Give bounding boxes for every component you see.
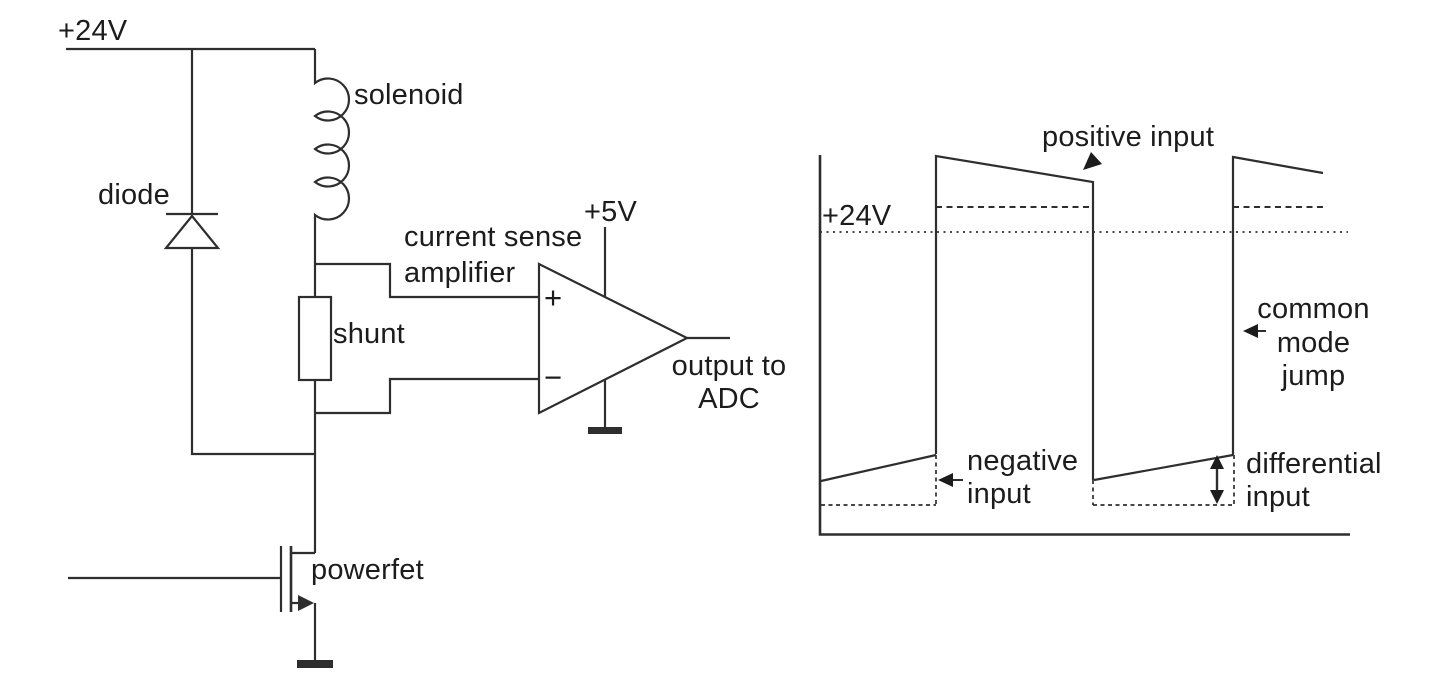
solenoid-label: solenoid <box>354 79 464 111</box>
positive-input-label: positive input <box>1042 121 1215 153</box>
negative-input-arrow <box>938 473 963 487</box>
diode-label: diode <box>98 179 170 211</box>
negative-trace-vertical-dashed <box>935 455 1235 505</box>
diode-triangle <box>163 214 221 250</box>
schematic-drawing <box>66 47 730 668</box>
shunt-label: shunt <box>333 318 405 350</box>
shunt-symbol <box>297 295 333 382</box>
negative-input-label: negative input <box>967 445 1079 510</box>
waveform-drawing <box>818 152 1350 536</box>
output-to-adc-label: output to ADC <box>671 350 787 415</box>
current-sense-amplifier-label: current sense amplifier <box>404 221 583 289</box>
common-mode-arrow <box>1243 324 1266 338</box>
diode-branch-wire <box>190 49 315 456</box>
opamp-minus-symbol: − <box>544 360 563 395</box>
waveform-24v-label: +24V <box>822 200 892 232</box>
diode-symbol <box>163 212 221 250</box>
positive-trace-pulse2 <box>1231 155 1324 455</box>
powerfet-label: powerfet <box>311 554 424 586</box>
opamp-plus-symbol: + <box>544 280 563 315</box>
negative-ramp-2 <box>1093 453 1234 482</box>
negative-ramp-1 <box>820 453 937 483</box>
source-arrow <box>298 595 314 611</box>
positive-input-arrow <box>1083 152 1102 170</box>
powerfet-symbol <box>68 546 317 660</box>
rail-24v-label: +24V <box>58 15 128 47</box>
opamp-triangle <box>537 262 690 415</box>
differential-input-label: differential input <box>1246 448 1382 513</box>
opamp-plus-input-wire <box>315 262 539 299</box>
differential-input-arrow <box>1210 455 1224 504</box>
opamp-ground-bar <box>588 427 622 434</box>
waveform-axes <box>818 155 1350 536</box>
opamp-minus-input-wire <box>315 377 539 415</box>
solenoid-coil <box>313 49 351 297</box>
common-mode-jump-label: common mode jump <box>1257 293 1370 392</box>
supply-5v-label: +5V <box>584 196 638 228</box>
positive-trace-pulse1 <box>934 154 1095 480</box>
fet-ground-bar <box>297 660 333 668</box>
